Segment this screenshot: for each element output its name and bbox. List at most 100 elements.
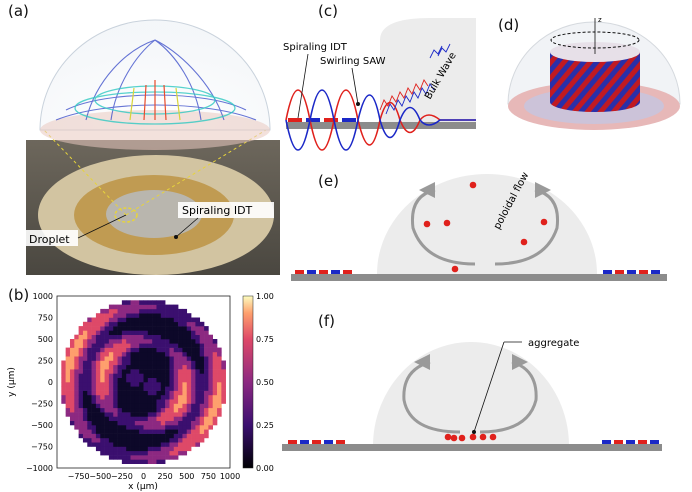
panel-f-label: (f) (318, 312, 335, 330)
heatmap-cell (130, 437, 136, 443)
heatmap-cell (182, 356, 188, 361)
heatmap-cell (208, 390, 213, 396)
heatmap-cell (199, 407, 205, 413)
heatmap-cell (130, 321, 136, 327)
heatmap-cell (156, 407, 162, 413)
heatmap-cell (117, 425, 123, 430)
heatmap-cell (126, 330, 131, 335)
heatmap-cell (208, 343, 213, 348)
heatmap-cell (212, 416, 218, 421)
heatmap-cell (126, 351, 131, 357)
heatmap-cell (199, 433, 205, 439)
heatmap-cell (82, 326, 88, 331)
heatmap-cell (82, 394, 88, 400)
heatmap-cell (130, 308, 136, 314)
e-flow-arrows (410, 188, 560, 266)
heatmap-cell (117, 437, 123, 443)
heatmap-cell (143, 455, 149, 460)
heatmap-cell (169, 446, 175, 452)
heatmap-cell (199, 373, 205, 378)
heatmap-cell (91, 351, 97, 357)
heatmap-cell (143, 373, 149, 378)
bulk-wave (379, 43, 451, 115)
heatmap-cell (160, 382, 166, 387)
heatmap-cell (121, 382, 127, 387)
heatmap-cell (113, 425, 118, 430)
heatmap-cell (173, 373, 179, 378)
heatmap-cell (147, 442, 153, 447)
heatmap-cell (87, 442, 92, 447)
heatmap-cell (130, 433, 136, 439)
heatmap-cell (130, 330, 136, 335)
heatmap-cell (165, 412, 170, 417)
heatmap-cell (182, 326, 188, 331)
heatmap-cell (139, 382, 144, 387)
heatmap-cell (104, 347, 110, 353)
heatmap-cell (147, 382, 153, 387)
heatmap-cell (87, 390, 92, 396)
heatmap-cell (169, 442, 175, 447)
heatmap-cell (173, 437, 179, 443)
heatmap-cell (178, 429, 183, 434)
heatmap-cell (121, 425, 127, 430)
heatmap-cell (165, 382, 170, 387)
heatmap-cell (160, 437, 166, 443)
heatmap-cell (95, 347, 101, 353)
heatmap-cell (130, 313, 136, 318)
heatmap-cell (221, 369, 226, 374)
heatmap-cell (152, 442, 157, 447)
heatmap-cell (143, 437, 149, 443)
heatmap-cell (173, 313, 179, 318)
heatmap-cell (95, 437, 101, 443)
heatmap-cell (143, 425, 149, 430)
heatmap-cell (130, 459, 136, 464)
heatmap-cell (74, 382, 79, 387)
heatmap-cell (91, 433, 97, 439)
heatmap-cell (108, 373, 114, 378)
heatmap-cell (178, 356, 183, 361)
heatmap-cell (169, 390, 175, 396)
heatmap-cell (113, 356, 118, 361)
heatmap-cell (199, 360, 205, 366)
heatmap-cell (165, 425, 170, 430)
heatmap-cell (178, 450, 183, 456)
heatmap-cell (74, 386, 79, 391)
heatmap-cell (113, 420, 118, 426)
heatmap-cell (186, 394, 192, 400)
heatmap-cell (195, 407, 201, 413)
heatmap-cell (134, 308, 140, 314)
heatmap-cell (113, 399, 118, 404)
heatmap-cell (178, 351, 183, 357)
heatmap-cell (160, 403, 166, 409)
heatmap-cell (156, 364, 162, 370)
heatmap-cell (78, 347, 84, 353)
heatmap-cell (165, 330, 170, 335)
heatmap-cell (78, 433, 84, 439)
heatmap-cell (143, 313, 149, 318)
heatmap-cell (156, 394, 162, 400)
heatmap-cell (126, 343, 131, 348)
x-tick-label: 250 (157, 472, 172, 481)
heatmap-cell (61, 390, 66, 396)
heatmap-cell (126, 300, 131, 305)
heatmap-cell (173, 412, 179, 417)
heatmap-cell (169, 326, 175, 331)
heatmap-cell (104, 390, 110, 396)
heatmap-cell (65, 412, 71, 417)
heatmap-cell (204, 425, 209, 430)
heatmap-cell (186, 330, 192, 335)
heatmap-cell (204, 429, 209, 434)
heatmap-cell (104, 399, 110, 404)
heatmap-cell (91, 377, 97, 383)
heatmap-cell (69, 382, 75, 387)
heatmap-cell (121, 317, 127, 323)
heatmap-cell (186, 326, 192, 331)
heatmap-cell (100, 364, 105, 370)
heatmap-cell (126, 317, 131, 323)
heatmap-cell (117, 407, 123, 413)
heatmap-cell (65, 382, 71, 387)
heatmap-cell (117, 386, 123, 391)
heatmap-cell (130, 390, 136, 396)
heatmap-cell (182, 442, 188, 447)
heatmap-cell (195, 442, 201, 447)
